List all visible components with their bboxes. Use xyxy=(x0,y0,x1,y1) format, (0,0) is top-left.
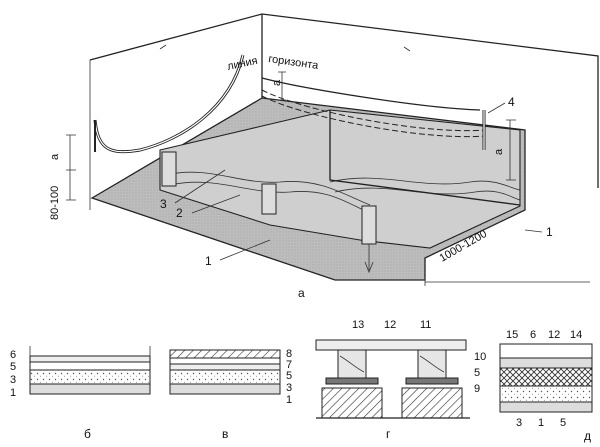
caption-b: б xyxy=(84,427,91,441)
text-line: линия xyxy=(226,55,259,73)
callout-1-left: 1 xyxy=(205,254,212,268)
dim-height: 80-100 xyxy=(49,186,61,220)
section-b-label-6: 6 xyxy=(10,349,16,361)
callout-3: 3 xyxy=(160,197,167,211)
section-d-label-5: 5 xyxy=(560,417,566,429)
section-b-label-3: 3 xyxy=(10,374,16,386)
section-d: 15 6 12 14 3 1 5 д xyxy=(499,329,593,443)
dim-a-right: a xyxy=(493,148,505,155)
section-g-label-11: 11 xyxy=(420,319,431,331)
section-g-label-9: 9 xyxy=(474,383,480,395)
dim-a-top: a xyxy=(271,79,283,86)
section-g-label-12: 12 xyxy=(384,319,396,331)
callout-4: 4 xyxy=(508,95,515,109)
section-g-label-13: 13 xyxy=(352,319,364,331)
section-v-label-3: 3 xyxy=(286,382,292,394)
section-v-label-5: 5 xyxy=(286,370,292,382)
section-d-label-6: 6 xyxy=(530,329,536,341)
caption-g: г xyxy=(386,427,391,441)
section-b-label-1: 1 xyxy=(10,387,16,399)
section-g-label-10: 10 xyxy=(474,351,486,363)
section-v: 8 7 5 3 1 в xyxy=(169,348,292,441)
caption-d: д xyxy=(584,429,591,443)
caption-v: в xyxy=(222,427,228,441)
section-v-label-7: 7 xyxy=(286,359,292,371)
section-v-label-8: 8 xyxy=(286,348,292,360)
callout-2: 2 xyxy=(176,206,183,220)
main-view: линия горизонта a 80-100 a a 1000-1200 4… xyxy=(49,13,599,300)
section-b: 6 5 3 1 б xyxy=(10,346,151,441)
section-g: 13 12 11 10 5 9 г xyxy=(315,319,486,441)
section-d-label-15: 15 xyxy=(506,329,518,341)
section-b-label-5: 5 xyxy=(10,361,16,373)
section-v-label-1: 1 xyxy=(286,394,292,406)
text-horizon: горизонта xyxy=(268,53,320,72)
caption-a: а xyxy=(298,286,305,300)
section-g-label-5: 5 xyxy=(474,367,480,379)
callout-1-right: 1 xyxy=(546,225,553,239)
section-d-label-3: 3 xyxy=(516,417,522,429)
section-d-label-1: 1 xyxy=(538,417,544,429)
section-d-label-14: 14 xyxy=(570,329,582,341)
dim-a-left: a xyxy=(49,153,61,160)
section-d-label-12: 12 xyxy=(548,329,560,341)
